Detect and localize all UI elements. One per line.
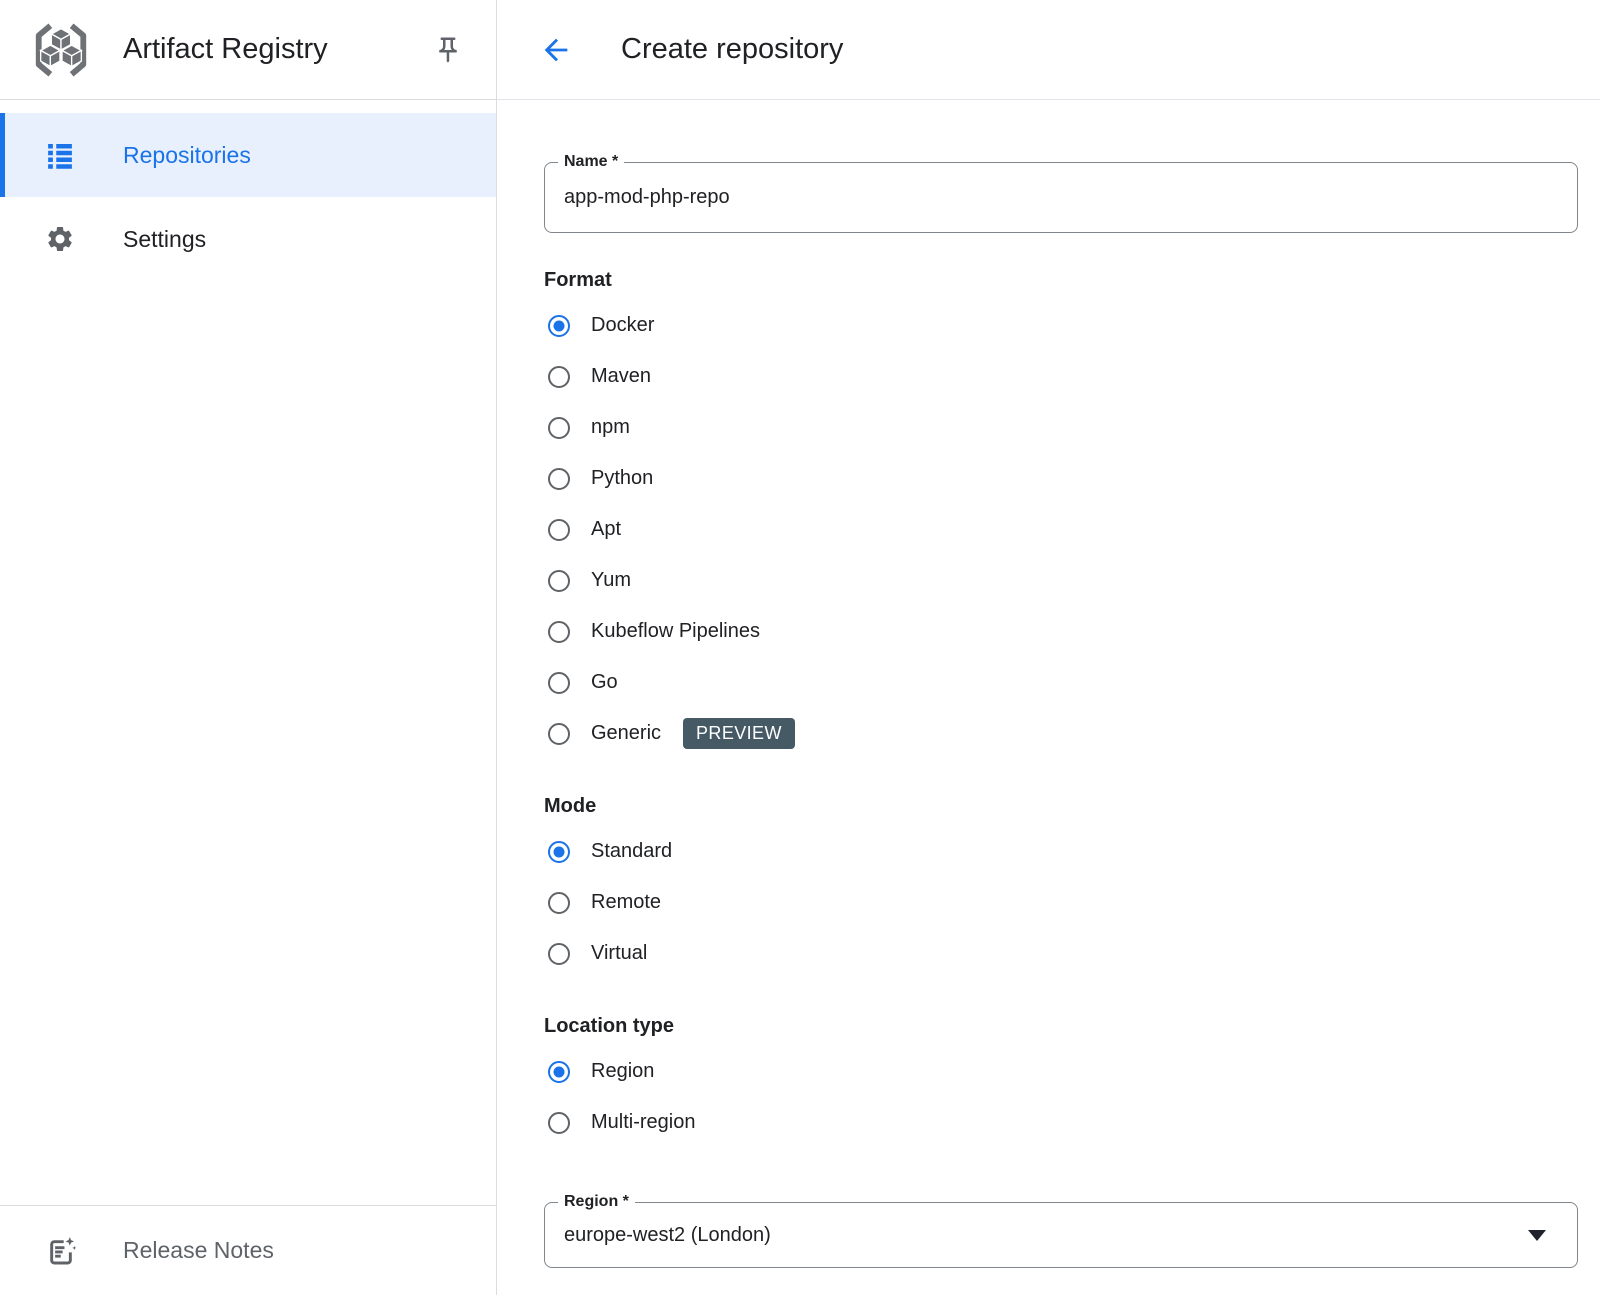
location-type-radio-group: Region Multi-region — [544, 1046, 1578, 1148]
radio-docker-icon — [548, 314, 570, 337]
format-option-label: Apt — [591, 518, 622, 540]
page-title: Create repository — [621, 33, 844, 65]
radio-region-icon — [548, 1060, 570, 1083]
format-option-label: Yum — [591, 569, 632, 591]
format-option-apt[interactable]: Apt — [544, 504, 1578, 555]
pin-button[interactable] — [433, 35, 463, 65]
format-option-label: Generic — [591, 722, 662, 744]
mode-option-remote[interactable]: Remote — [544, 877, 1578, 928]
format-option-docker[interactable]: Docker — [544, 300, 1578, 351]
name-field: Name * — [544, 151, 1578, 233]
name-input[interactable] — [564, 186, 1484, 209]
radio-apt-icon — [548, 518, 570, 541]
mode-section-label: Mode — [544, 795, 597, 817]
format-option-label: Kubeflow Pipelines — [591, 620, 760, 642]
release-notes-label: Release Notes — [123, 1237, 274, 1263]
format-option-npm[interactable]: npm — [544, 402, 1578, 453]
main-content: Create repository Name * Format Docker M… — [497, 0, 1600, 1295]
pin-icon — [433, 37, 463, 68]
preview-badge: PREVIEW — [683, 718, 795, 749]
region-select[interactable]: Region * europe-west2 (London) — [544, 1191, 1578, 1268]
list-icon — [45, 140, 75, 170]
format-option-go[interactable]: Go — [544, 657, 1578, 708]
location-option-label: Region — [591, 1060, 655, 1082]
sidebar-item-repositories[interactable]: Repositories — [0, 113, 496, 197]
dropdown-caret-icon — [1528, 1229, 1546, 1241]
location-option-label: Multi-region — [591, 1111, 696, 1133]
release-notes-icon — [45, 1235, 77, 1267]
radio-standard-icon — [548, 840, 570, 863]
format-option-yum[interactable]: Yum — [544, 555, 1578, 606]
sidebar-item-settings[interactable]: Settings — [0, 197, 496, 281]
radio-npm-icon — [548, 416, 570, 439]
format-radio-group: Docker Maven npm Python Apt — [544, 300, 1578, 759]
format-option-label: Docker — [591, 314, 655, 336]
radio-yum-icon — [548, 569, 570, 592]
mode-option-label: Standard — [591, 840, 673, 862]
radio-remote-icon — [548, 891, 570, 914]
radio-kubeflow-pipelines-icon — [548, 620, 570, 643]
sidebar-item-label: Settings — [123, 225, 207, 252]
name-field-label: Name * — [558, 151, 625, 173]
format-option-kubeflow-pipelines[interactable]: Kubeflow Pipelines — [544, 606, 1578, 657]
radio-virtual-icon — [548, 942, 570, 965]
sidebar-item-label: Repositories — [123, 141, 251, 168]
format-option-generic[interactable]: Generic PREVIEW — [544, 708, 1578, 759]
mode-option-standard[interactable]: Standard — [544, 826, 1578, 877]
location-option-multi-region[interactable]: Multi-region — [544, 1097, 1578, 1148]
mode-radio-group: Standard Remote Virtual — [544, 826, 1578, 979]
format-option-label: Python — [591, 467, 654, 489]
format-option-python[interactable]: Python — [544, 453, 1578, 504]
app-title: Artifact Registry — [123, 33, 328, 65]
format-option-maven[interactable]: Maven — [544, 351, 1578, 402]
radio-python-icon — [548, 467, 570, 490]
artifact-registry-logo — [30, 19, 92, 81]
location-type-section-label: Location type — [544, 1015, 675, 1037]
radio-go-icon — [548, 671, 570, 694]
sidebar-nav: Repositories Settings — [0, 100, 496, 281]
mode-option-label: Remote — [591, 891, 662, 913]
sidebar: Artifact Registry — [0, 0, 497, 1295]
gear-icon — [45, 224, 75, 254]
radio-generic-icon — [548, 722, 570, 745]
location-option-region[interactable]: Region — [544, 1046, 1578, 1097]
mode-option-virtual[interactable]: Virtual — [544, 928, 1578, 979]
format-option-label: Maven — [591, 365, 652, 387]
create-repository-form: Name * Format Docker Maven npm — [497, 100, 1600, 1268]
radio-multi-region-icon — [548, 1111, 570, 1134]
back-button[interactable] — [539, 33, 573, 67]
sidebar-header: Artifact Registry — [0, 0, 496, 100]
format-section-label: Format — [544, 269, 612, 291]
mode-option-label: Virtual — [591, 942, 648, 964]
release-notes-link[interactable]: Release Notes — [0, 1205, 496, 1295]
region-select-label: Region * — [558, 1191, 635, 1213]
back-arrow-icon — [539, 38, 573, 70]
radio-maven-icon — [548, 365, 570, 388]
format-option-label: npm — [591, 416, 630, 438]
format-option-label: Go — [591, 671, 618, 693]
page-header: Create repository — [497, 0, 1600, 100]
region-select-value: europe-west2 (London) — [564, 1223, 771, 1246]
